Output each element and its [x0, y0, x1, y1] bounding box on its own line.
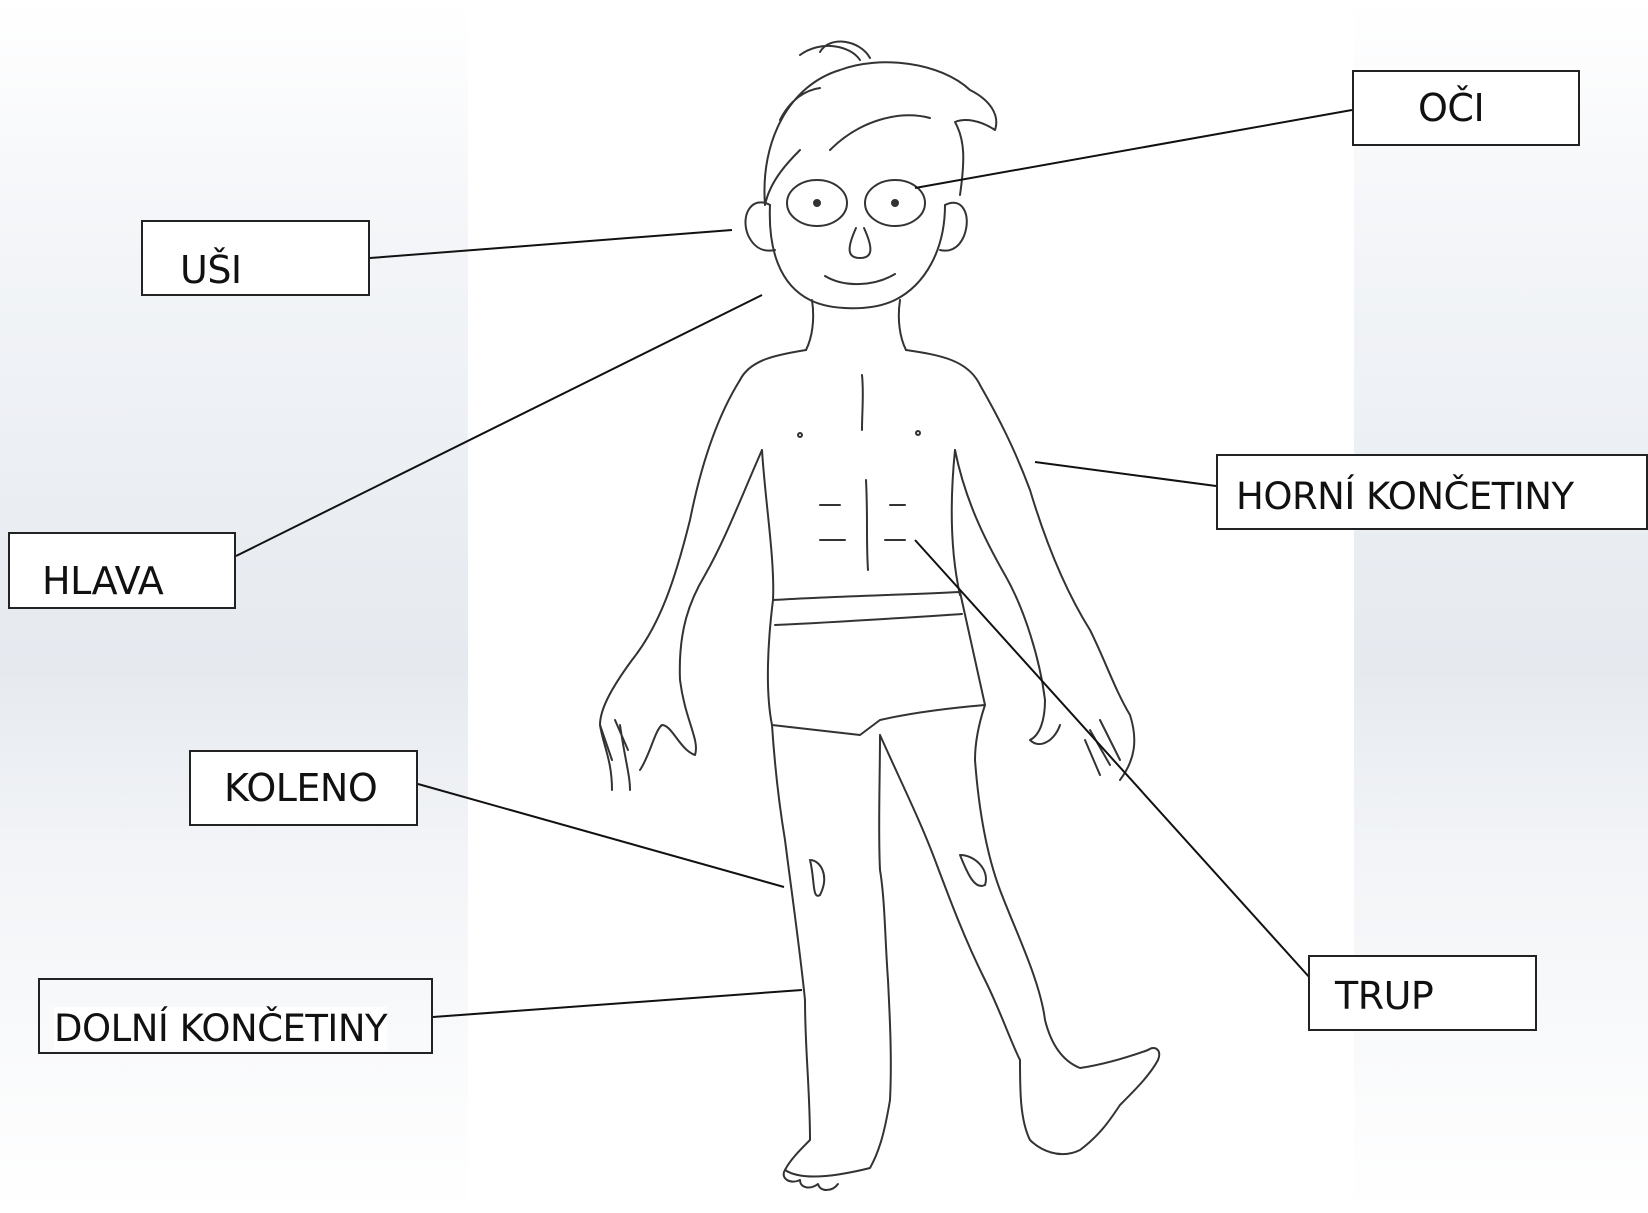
- chest-lines: [820, 375, 905, 570]
- koleno-line: [418, 784, 784, 887]
- left-knee: [810, 860, 824, 896]
- left-hand: [600, 720, 630, 790]
- label-hlava-text: HLAVA: [42, 559, 163, 603]
- torso: [740, 350, 980, 600]
- label-dolni-koncetiny-text: DOLNÍ KONČETINY: [54, 1007, 387, 1050]
- leader-lines: [236, 110, 1352, 1017]
- label-usi: UŠI: [141, 220, 370, 296]
- left-arm: [600, 380, 762, 790]
- label-trup-text: TRUP: [1335, 974, 1433, 1018]
- right-arm: [955, 385, 1134, 780]
- shorts: [768, 592, 985, 735]
- right-knee: [960, 855, 986, 886]
- dolni-koncetiny-line: [433, 990, 802, 1017]
- label-dolni-koncetiny: DOLNÍ KONČETINY: [38, 978, 433, 1054]
- label-koleno-text: KOLENO: [224, 766, 377, 810]
- nose: [850, 228, 871, 258]
- hlava-line: [236, 295, 762, 556]
- label-horni-koncetiny-text: HORNÍ KONČETINY: [1236, 475, 1574, 518]
- right-leg: [880, 705, 1159, 1154]
- label-usi-text: UŠI: [180, 248, 242, 292]
- label-hlava: HLAVA: [8, 532, 236, 609]
- label-horni-koncetiny: HORNÍ KONČETINY: [1216, 454, 1648, 530]
- label-oci-text: OČI: [1418, 86, 1484, 130]
- horni-koncetiny-line: [1035, 462, 1216, 486]
- label-oci: OČI: [1352, 70, 1580, 146]
- left-leg: [772, 725, 891, 1177]
- label-trup: TRUP: [1308, 955, 1537, 1031]
- label-koleno: KOLENO: [189, 750, 418, 826]
- usi-line: [370, 230, 732, 258]
- mouth: [825, 274, 895, 284]
